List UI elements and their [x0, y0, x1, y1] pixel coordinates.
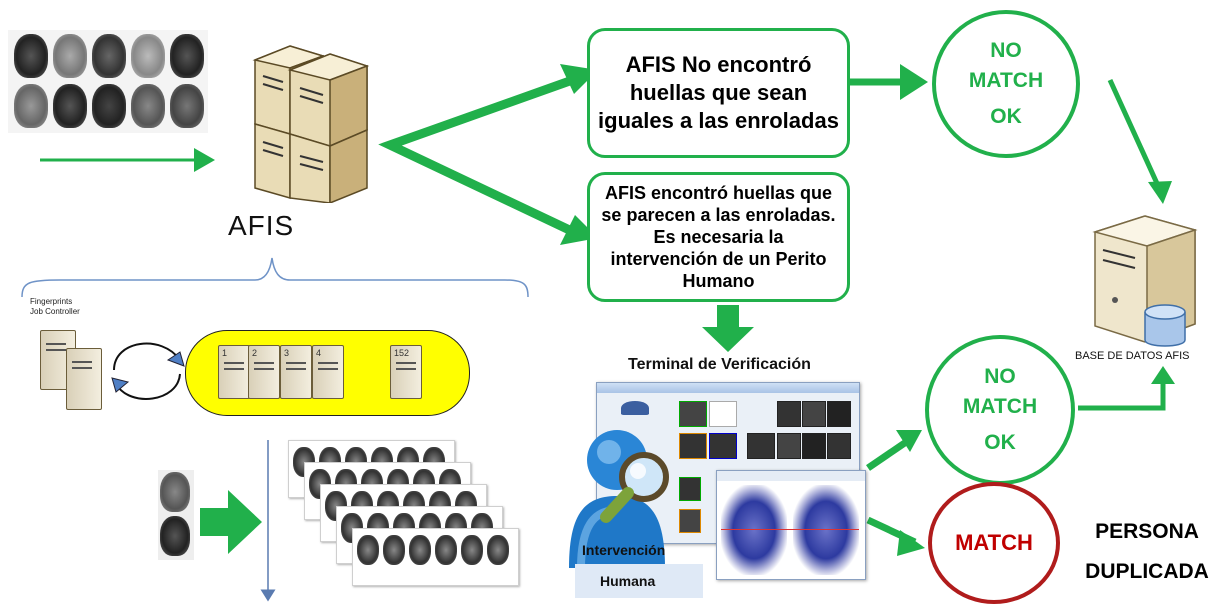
- node-number: 152: [394, 348, 410, 358]
- match-label: MATCH: [955, 530, 1033, 555]
- fingerprint: [131, 84, 165, 128]
- fingerprint: [160, 516, 190, 556]
- database-label: BASE DE DATOS AFIS: [1075, 350, 1190, 362]
- node-number: 1: [222, 348, 228, 358]
- brace: [21, 257, 529, 298]
- down-arrow: [702, 327, 754, 352]
- fingerprint: [131, 34, 165, 78]
- match-circle: MATCH: [928, 482, 1060, 604]
- nomatch-to-db-arrow: [1107, 78, 1163, 192]
- circle-line: MATCH: [968, 69, 1044, 92]
- circle-line: NO: [990, 39, 1022, 62]
- no-match-line: iguales a las enroladas: [598, 108, 839, 133]
- similar-line: AFIS encontró huellas que: [604, 183, 833, 203]
- afis-label: AFIS: [228, 210, 295, 241]
- cluster-node-icon: 152: [390, 345, 422, 399]
- cluster-node-icon: 4: [312, 345, 344, 399]
- fingerprint: [160, 472, 190, 512]
- transfer-arrow: [200, 490, 262, 554]
- comparison-window: [716, 470, 866, 580]
- terminal-label: Terminal de Verificación: [628, 356, 811, 373]
- fingerprint: [53, 34, 87, 78]
- afis-server-icon: [252, 45, 370, 203]
- similar-box: AFIS encontró huellas que se parecen a l…: [587, 172, 850, 302]
- afis-branch-arrows: [378, 67, 597, 240]
- similar-line: se parecen a las enroladas.: [601, 205, 836, 225]
- node-number: 2: [252, 348, 258, 358]
- similar-line: Es necesaria la: [653, 227, 784, 247]
- query-fingerprints: [158, 470, 194, 560]
- cluster-node-icon: 1: [218, 345, 250, 399]
- job-controller-label: Fingerprints Job Controller: [30, 297, 80, 317]
- fingerprint-card: [8, 30, 208, 133]
- human-line2: Humana: [600, 573, 656, 589]
- fingerprint: [92, 84, 126, 128]
- fingerprint: [170, 84, 204, 128]
- fingerprint: [170, 34, 204, 78]
- controller-server-icon: [66, 348, 102, 410]
- no-match-line: AFIS No encontró: [625, 52, 812, 77]
- job-controller-line2: Job Controller: [30, 307, 80, 316]
- job-controller-line1: Fingerprints: [30, 297, 73, 306]
- no-match-box: AFIS No encontró huellas que sean iguale…: [587, 28, 850, 158]
- persona-duplicada: PERSONA DUPLICADA: [1082, 512, 1212, 592]
- circle-line: OK: [984, 431, 1016, 454]
- persona-line: DUPLICADA: [1085, 560, 1209, 583]
- human-line1: Intervención: [582, 542, 666, 558]
- circle-line: MATCH: [962, 395, 1038, 418]
- circle-line: OK: [990, 105, 1022, 128]
- cluster-node-icon: 3: [280, 345, 312, 399]
- fingerprint: [92, 34, 126, 78]
- no-match-top-circle: NO MATCH OK: [932, 10, 1080, 158]
- node-number: 4: [316, 348, 322, 358]
- database-server-icon: [1092, 215, 1198, 347]
- node-number: 3: [284, 348, 290, 358]
- cluster-node-icon: 2: [248, 345, 280, 399]
- similar-line: Humano: [682, 271, 755, 291]
- fingerprint-card: [352, 528, 519, 586]
- magnifier-icon: [600, 452, 669, 523]
- persona-line: PERSONA: [1095, 520, 1199, 543]
- similar-line: intervención de un Perito: [610, 249, 827, 269]
- no-match-bottom-circle: NO MATCH OK: [925, 335, 1075, 485]
- nomatch-bottom-to-db-arrow: [1078, 378, 1166, 411]
- sync-icon: [111, 342, 185, 400]
- fingerprint: [53, 84, 87, 128]
- no-match-line: huellas que sean: [629, 80, 808, 105]
- human-caption-bg: [575, 564, 703, 598]
- circle-line: NO: [984, 365, 1016, 388]
- fingerprint: [14, 34, 48, 78]
- fingerprint: [14, 84, 48, 128]
